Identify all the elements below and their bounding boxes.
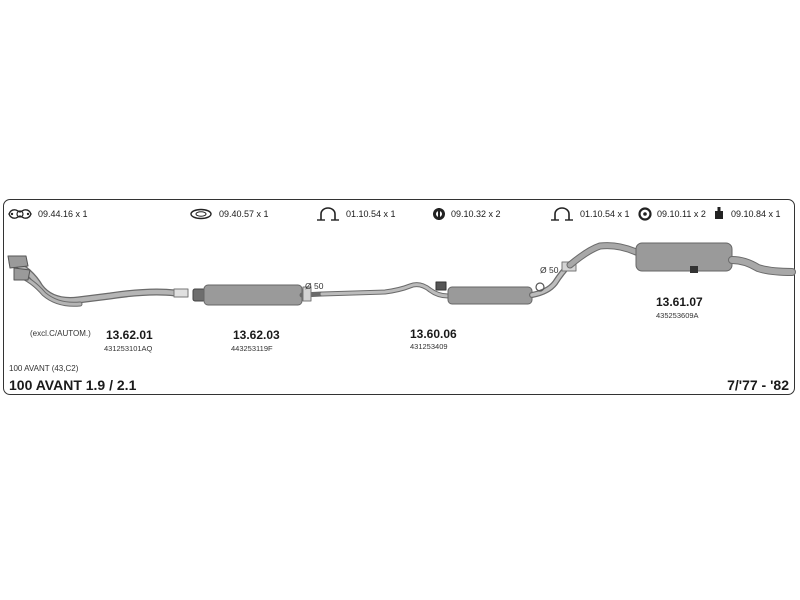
front-pipe <box>7 255 189 307</box>
accessory-clamp: 01.10.54 x 1 <box>315 206 396 222</box>
accessory-code: 09.10.84 x 1 <box>731 209 781 219</box>
accessory-code: 09.44.16 x 1 <box>38 209 88 219</box>
diameter-label: Ø 50 <box>305 281 324 291</box>
diameter-label: Ø 50 <box>540 265 559 275</box>
oe-number: 443253119F <box>231 344 273 353</box>
part-number: 13.62.03 <box>233 328 280 342</box>
rubber-hanger-icon <box>712 207 726 221</box>
part-number: 13.62.01 <box>106 328 153 342</box>
accessory-code: 09.40.57 x 1 <box>219 209 269 219</box>
accessory-code: 09.10.11 x 2 <box>657 209 706 219</box>
accessory-clamp-2: 01.10.54 x 1 <box>549 206 630 222</box>
accessory-bolt: 09.10.32 x 2 <box>432 206 501 222</box>
front-silencer <box>192 284 325 306</box>
accessory-code: 09.10.32 x 2 <box>451 209 501 219</box>
rear-silencer <box>561 242 796 276</box>
gasket-icon <box>7 207 33 221</box>
oe-number: 431253409 <box>410 342 448 351</box>
oe-number: 435253609A <box>656 311 699 320</box>
part-note: (excl.C/AUTOM.) <box>30 329 91 338</box>
accessory-ring-gasket: 09.40.57 x 1 <box>188 206 269 222</box>
bolt-icon <box>432 207 446 221</box>
rubber-ring-icon <box>638 207 652 221</box>
accessory-gasket: 09.44.16 x 1 <box>7 206 88 222</box>
accessory-rubber-hanger: 09.10.84 x 1 <box>712 206 781 222</box>
model-variant: 100 AVANT (43,C2) <box>9 364 79 373</box>
diagram-frame <box>3 199 795 395</box>
part-number: 13.60.06 <box>410 327 457 341</box>
ring-gasket-icon <box>188 207 214 221</box>
clamp-icon <box>315 207 341 221</box>
center-pipe-and-silencer <box>319 261 573 305</box>
clamp-icon <box>549 207 575 221</box>
model-title: 100 AVANT 1.9 / 2.1 <box>9 377 137 393</box>
part-number: 13.61.07 <box>656 295 703 309</box>
accessory-rubber-ring: 09.10.11 x 2 <box>638 206 706 222</box>
year-range: 7/'77 - '82 <box>727 377 789 393</box>
accessory-code: 01.10.54 x 1 <box>346 209 396 219</box>
oe-number: 431253101AQ <box>104 344 153 353</box>
accessory-code: 01.10.54 x 1 <box>580 209 630 219</box>
